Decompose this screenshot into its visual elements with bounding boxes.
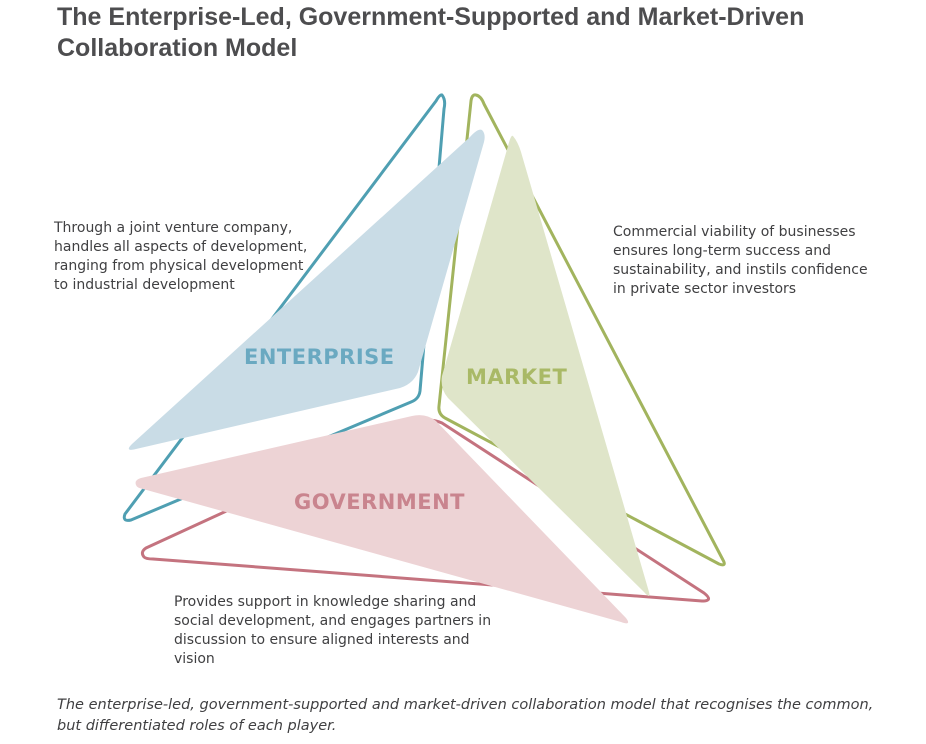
market-label: MARKET <box>466 365 568 389</box>
market-filled-triangle <box>441 135 650 596</box>
market-description: Commercial viability of businesses ensur… <box>613 224 868 297</box>
enterprise-filled-triangle <box>128 129 485 450</box>
figure-caption: The enterprise-led, government-supported… <box>57 697 874 734</box>
page-title: The Enterprise-Led, Government-Supported… <box>57 3 805 62</box>
government-label: GOVERNMENT <box>294 490 466 514</box>
enterprise-label: ENTERPRISE <box>244 345 395 369</box>
government-description: Provides support in knowledge sharing an… <box>174 594 492 667</box>
enterprise-description: Through a joint venture company, handles… <box>54 220 308 293</box>
government-filled-triangle <box>135 415 629 624</box>
